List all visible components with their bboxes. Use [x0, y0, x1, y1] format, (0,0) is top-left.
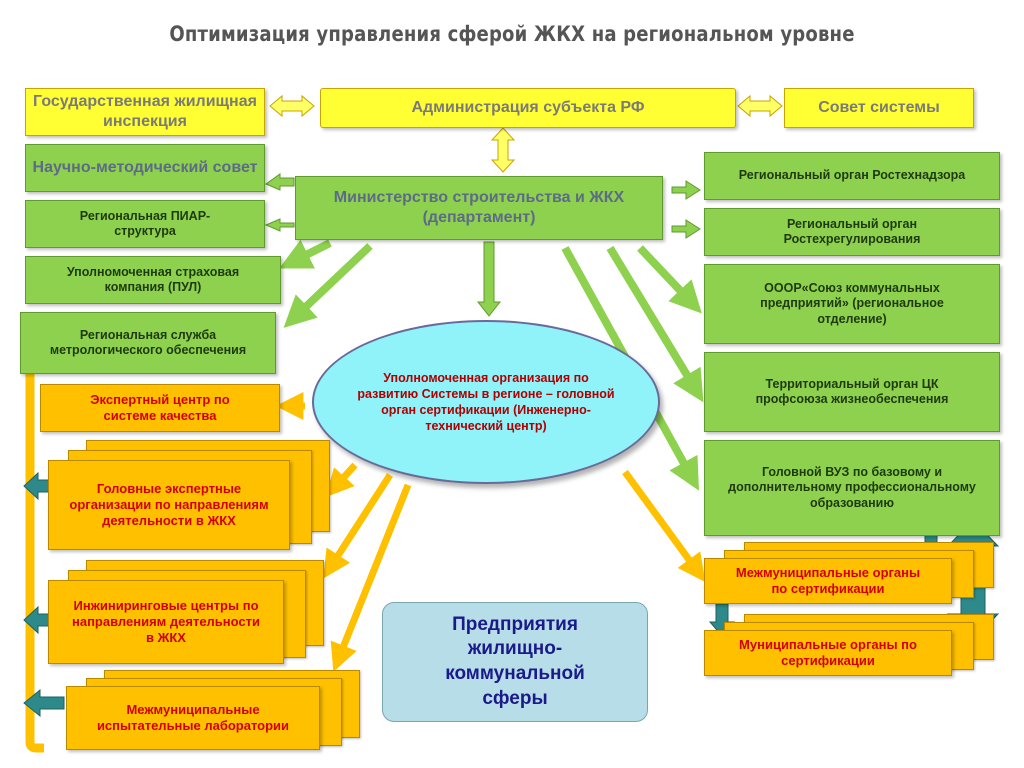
ministry-box: Министерство строительства и ЖКХ (департ… — [295, 176, 663, 240]
union-of-utilities-box: ОООР«Союз коммунальных предприятий» (рег… — [704, 264, 1000, 344]
page-title: Оптимизация управления сферой ЖКХ на рег… — [169, 22, 855, 46]
rostekhregulirovanie-box: Региональный орган Ростехрегулирования — [704, 208, 1000, 256]
utility-enterprises-box: Предприятия жилищно-коммунальной сферы — [382, 602, 648, 722]
pr-structure-box: Региональная ПИАР-структура — [25, 200, 265, 248]
system-council-box: Совет системы — [784, 88, 974, 128]
rostekhnadzor-box: Региональный орган Ростехнадзора — [704, 152, 1000, 200]
head-university-box: Головной ВУЗ по базовому и дополнительно… — [704, 440, 1000, 536]
certification-center-ellipse: Уполномоченная организация по развитию С… — [312, 320, 660, 484]
scientific-council-box: Научно-методический совет — [25, 144, 265, 192]
trade-union-box: Территориальный орган ЦК профсоюза жизне… — [704, 352, 1000, 432]
municipal-certification-box: Муниципальные органы по сертификации — [704, 630, 952, 676]
intermunicipal-certification-box: Межмуниципальные органы по сертификации — [704, 558, 952, 604]
engineering-centers-box: Инжиниринговые центры по направлениям де… — [48, 580, 284, 664]
insurance-company-box: Уполномоченная страховая компания (ПУЛ) — [25, 256, 281, 304]
head-expert-orgs-box: Головные экспертные организации по напра… — [48, 460, 290, 550]
metrology-service-box: Региональная служба метрологического обе… — [20, 312, 276, 374]
testing-labs-box: Межмуниципальные испытательные лаборатор… — [66, 686, 320, 750]
administration-box: Администрация субъекта РФ — [320, 88, 736, 128]
quality-expert-center-box: Экспертный центр по системе качества — [40, 384, 280, 432]
state-housing-inspection-box: Государственная жилищная инспекция — [25, 88, 265, 136]
